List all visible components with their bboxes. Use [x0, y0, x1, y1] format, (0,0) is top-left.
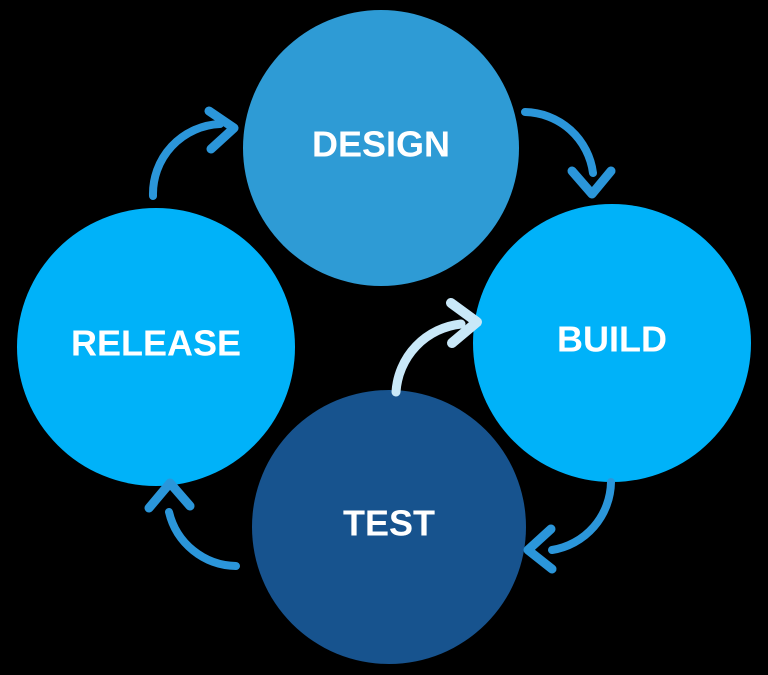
arrow-test-to-build [391, 298, 482, 397]
node-circle-release [17, 208, 295, 486]
arrow-design-to-build-arc [521, 108, 597, 177]
arrow-release-to-design-head-icon [204, 106, 239, 154]
arrow-test-to-build-arc [391, 319, 466, 397]
node-label-build: BUILD [557, 319, 667, 360]
node-circle-design [243, 10, 519, 286]
node-build: BUILD [473, 204, 751, 482]
arrow-test-to-build-head-icon [446, 298, 482, 348]
node-release: RELEASE [17, 208, 295, 486]
arrow-release-to-design [148, 106, 239, 200]
node-test: TEST [252, 390, 526, 664]
node-design: DESIGN [243, 10, 519, 286]
arrow-build-to-test-arc [548, 478, 615, 554]
node-circle-build [473, 204, 751, 482]
arrow-test-to-release-head-icon [144, 478, 195, 513]
arrow-test-to-release [144, 478, 240, 570]
arrow-design-to-build-head-icon [567, 166, 616, 199]
node-label-design: DESIGN [312, 124, 450, 165]
node-label-release: RELEASE [71, 323, 241, 364]
arrow-test-to-release-arc [165, 508, 240, 570]
node-circle-test [252, 390, 526, 664]
arrow-release-to-design-arc [148, 120, 224, 200]
node-label-test: TEST [343, 503, 435, 544]
arrow-design-to-build [521, 108, 616, 199]
arrow-build-to-test-head-icon [523, 524, 557, 574]
arrow-build-to-test [523, 478, 615, 574]
